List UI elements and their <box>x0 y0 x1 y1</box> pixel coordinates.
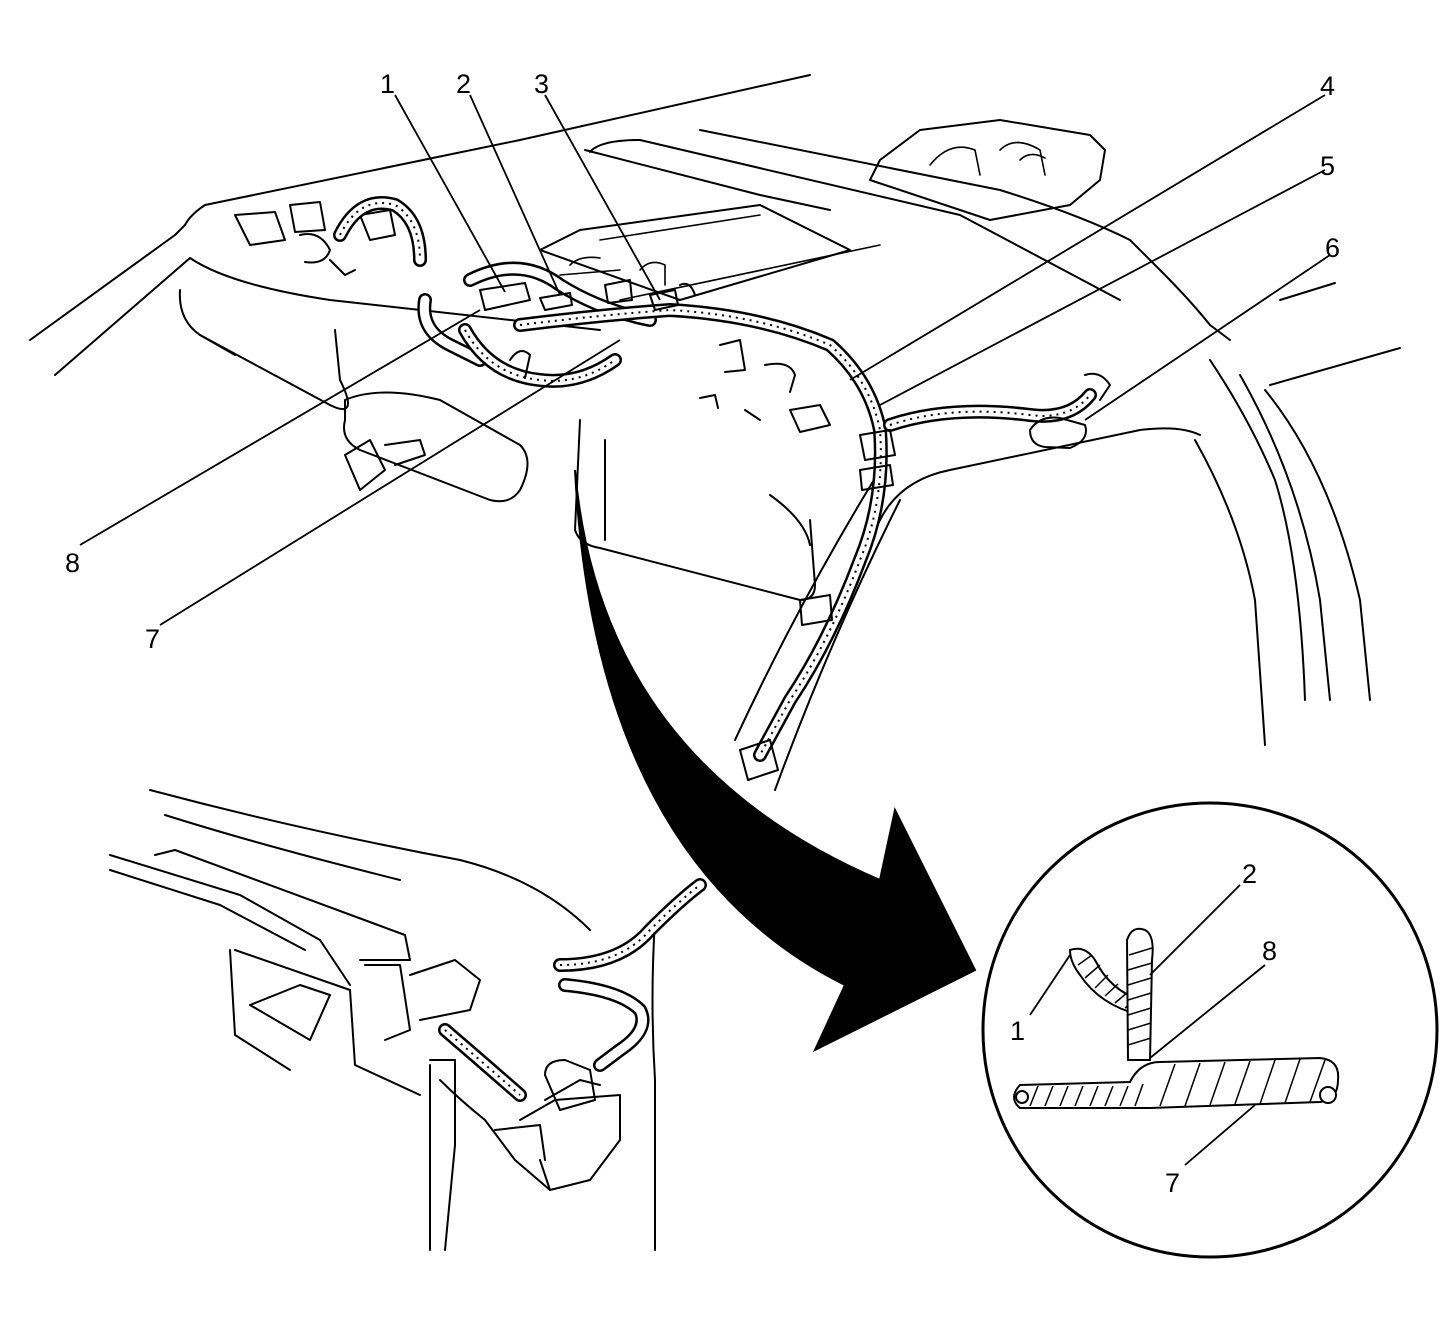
lower-dash-view <box>109 789 707 1251</box>
callout-4: 4 <box>1320 71 1335 101</box>
detail-callout-8: 8 <box>1262 936 1277 966</box>
rear-view-mirror <box>343 391 529 503</box>
callout-7: 7 <box>145 624 160 654</box>
detail-callout-7: 7 <box>1165 1168 1180 1198</box>
detail-arrow <box>574 469 977 1053</box>
callout-3: 3 <box>534 69 549 99</box>
roof-headliner <box>29 74 1401 791</box>
overhead-console <box>539 119 1106 301</box>
callout-6: 6 <box>1325 233 1340 263</box>
callout-1: 1 <box>380 69 395 99</box>
wiring-harness <box>333 196 1111 781</box>
detail-callout-2: 2 <box>1242 859 1257 889</box>
callout-2: 2 <box>456 69 471 99</box>
sun-visor-left <box>178 289 349 411</box>
left-connectors <box>234 201 396 276</box>
callout-5: 5 <box>1320 151 1335 181</box>
callout-numbers: 1 2 3 4 5 6 8 7 <box>65 69 1340 654</box>
detail-callout-1: 1 <box>1010 1016 1025 1046</box>
detail-callout-numbers: 1 2 8 7 <box>1010 859 1277 1198</box>
callout-8: 8 <box>65 548 80 578</box>
sun-visor-right <box>574 419 816 601</box>
leader-lines <box>79 94 1331 626</box>
detail-circle <box>981 801 1439 1259</box>
detail-leader-lines <box>1029 884 1266 1166</box>
